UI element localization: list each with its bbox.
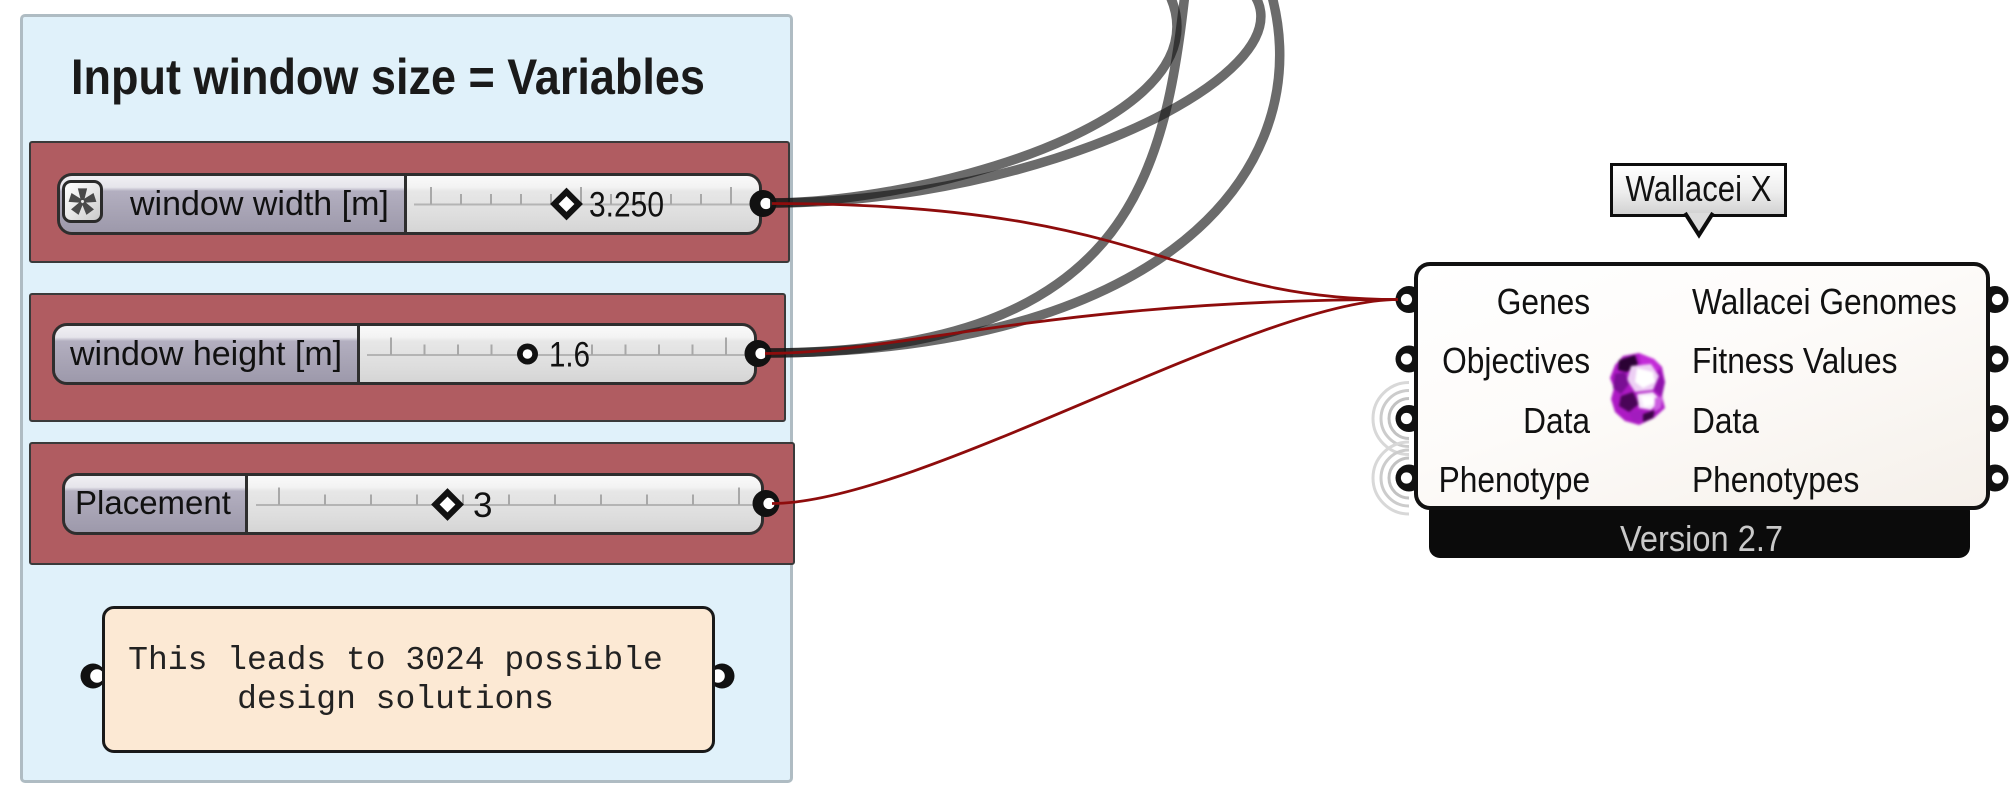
svg-text:3.250: 3.250 [589, 185, 664, 224]
svg-text:3: 3 [473, 486, 492, 525]
svg-text:1.6: 1.6 [549, 335, 590, 374]
